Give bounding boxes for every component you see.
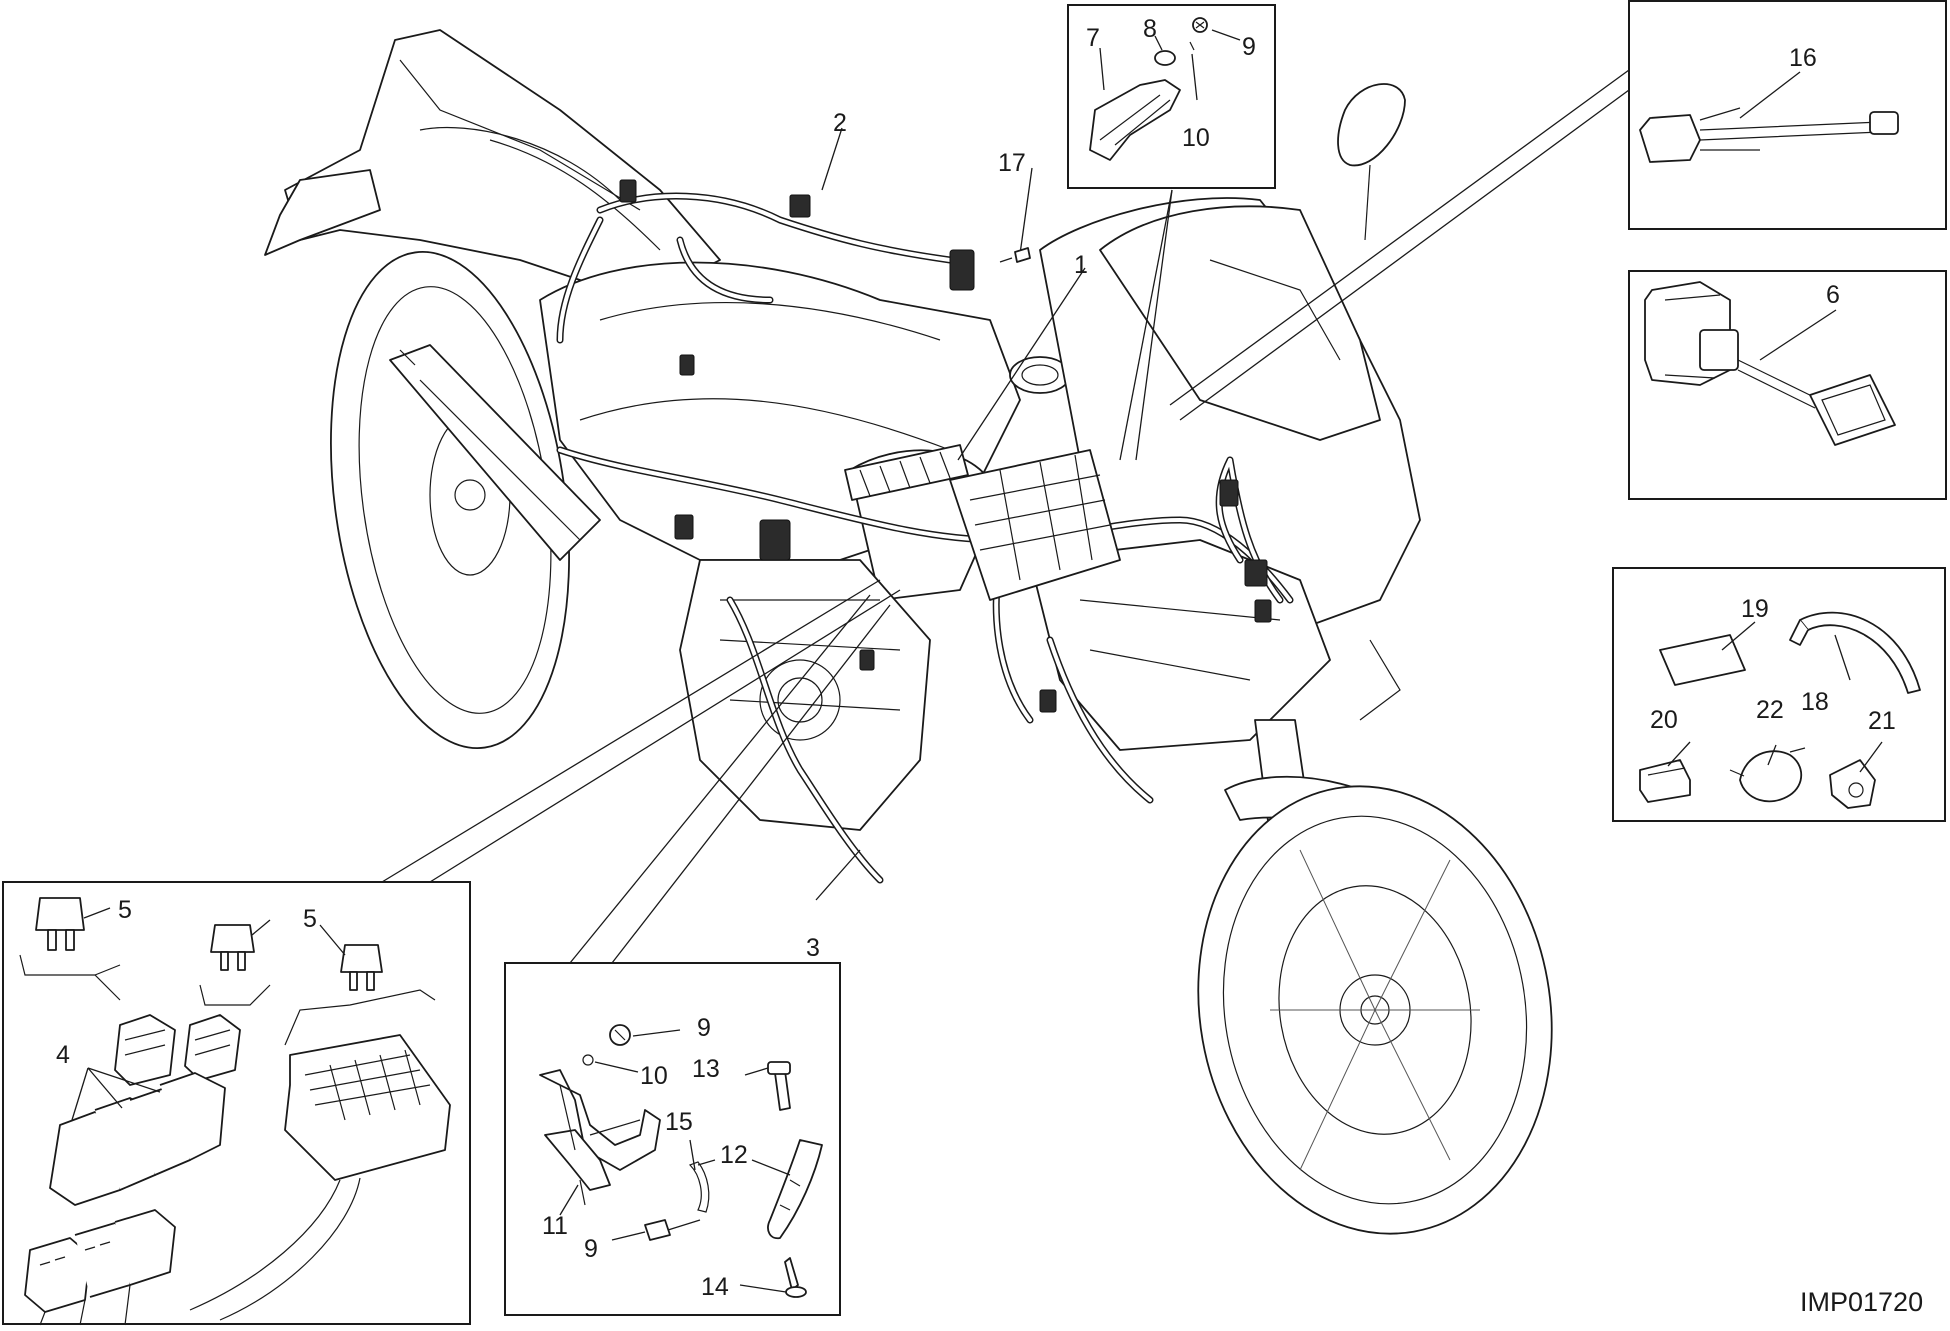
callout-14: 14 <box>701 1273 729 1301</box>
callout-19: 19 <box>1741 595 1769 623</box>
callout-5-left: 5 <box>118 896 132 924</box>
callout-10-top: 10 <box>1182 124 1210 152</box>
front-wheel <box>1197 719 1553 1235</box>
handlebar-grip <box>844 444 969 501</box>
callout-labels: 1 2 3 4 5 5 6 7 8 9 9 9 10 10 11 12 13 1… <box>56 15 1923 1317</box>
callout-11: 11 <box>542 1212 568 1240</box>
inset-bracket-7 <box>1067 4 1276 189</box>
callout-1: 1 <box>1074 251 1088 279</box>
mirror <box>1337 83 1406 241</box>
callout-18: 18 <box>1801 688 1829 716</box>
exhaust <box>389 344 601 561</box>
callout-17: 17 <box>998 149 1026 177</box>
inset-brackets-9-15 <box>504 962 841 1316</box>
callout-16: 16 <box>1789 44 1817 72</box>
inset-fuses-relays <box>2 881 471 1326</box>
callout-4: 4 <box>56 1041 70 1069</box>
callout-7: 7 <box>1086 24 1100 52</box>
callout-9-bottom: 9 <box>584 1235 598 1263</box>
leader-lines <box>381 69 1630 964</box>
callout-12: 12 <box>720 1141 748 1169</box>
callout-20: 20 <box>1650 706 1678 734</box>
inset-clips-18-22 <box>1612 567 1946 822</box>
callout-15: 15 <box>665 1108 693 1136</box>
callout-8: 8 <box>1143 15 1157 43</box>
callout-6: 6 <box>1826 281 1840 309</box>
tail-and-seat <box>264 29 721 301</box>
screw-17 <box>999 247 1031 263</box>
inset-connector-6 <box>1628 270 1947 500</box>
callout-2: 2 <box>833 109 847 137</box>
central-fuse-box <box>949 449 1121 601</box>
callout-13: 13 <box>692 1055 720 1083</box>
callout-5-center: 5 <box>303 905 317 933</box>
callout-22: 22 <box>1756 696 1784 724</box>
drawing-code: IMP01720 <box>1800 1287 1923 1317</box>
callout-3: 3 <box>806 934 820 962</box>
callout-10-bottom: 10 <box>640 1062 668 1090</box>
motorcycle-illustration <box>264 29 1553 1235</box>
callout-21: 21 <box>1868 707 1896 735</box>
engine <box>679 559 931 831</box>
inset-sensor-16 <box>1628 0 1947 230</box>
callout-9-top: 9 <box>1242 33 1256 61</box>
harness-connectors <box>619 179 1272 713</box>
callout-9-middle: 9 <box>697 1014 711 1042</box>
front-fairing <box>1029 197 1421 751</box>
